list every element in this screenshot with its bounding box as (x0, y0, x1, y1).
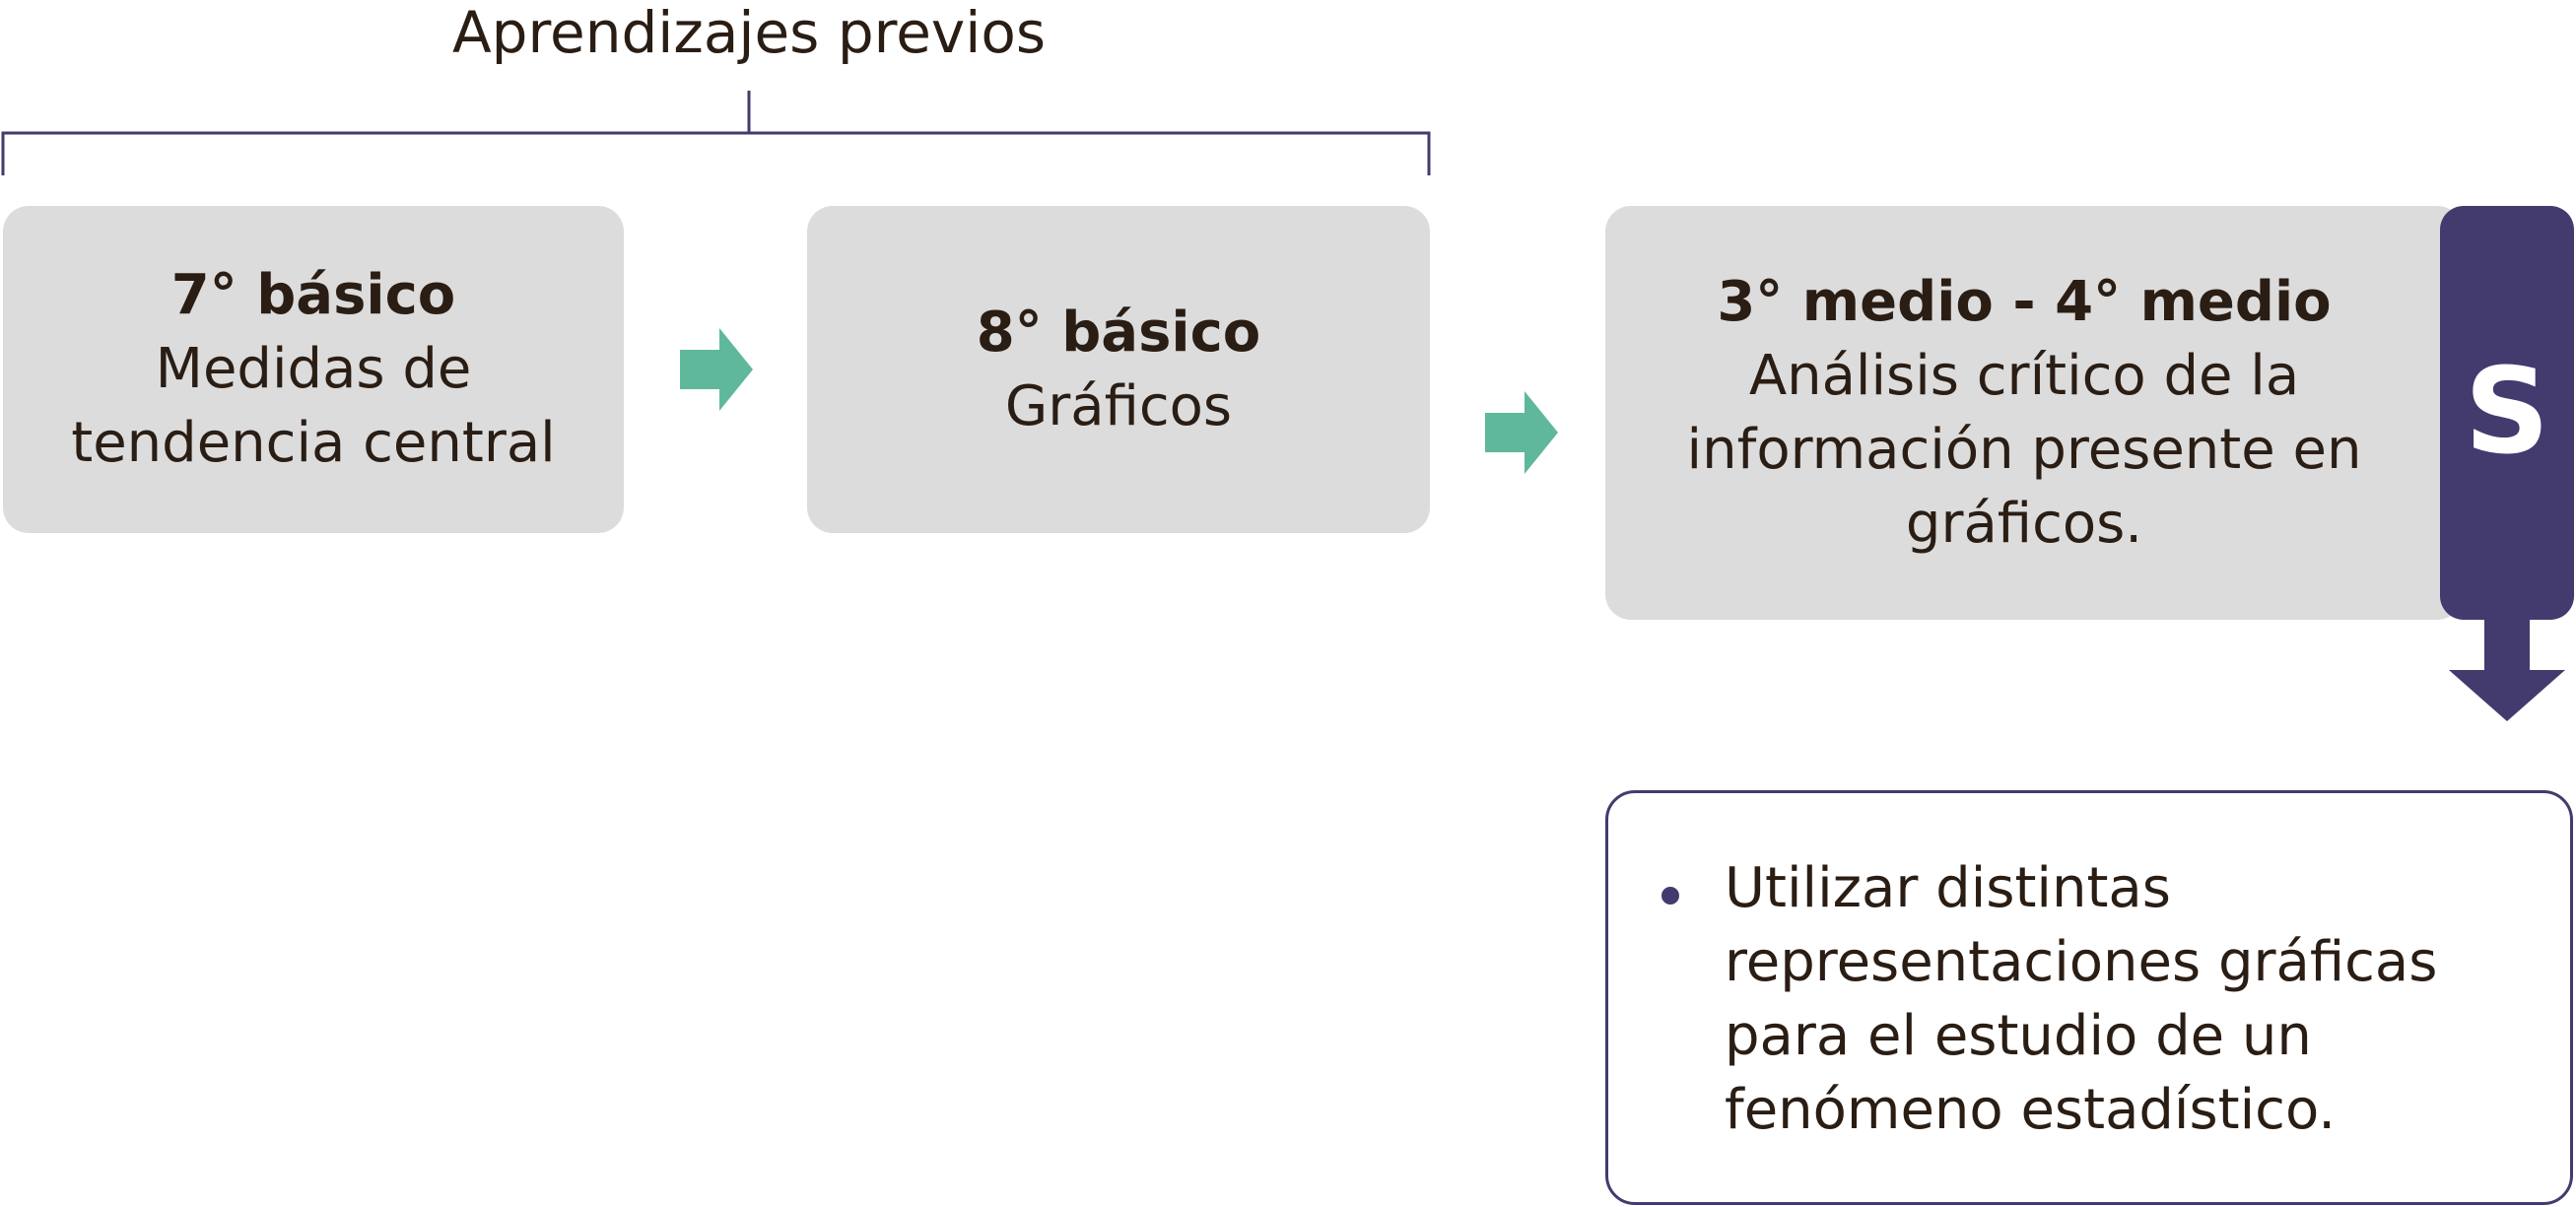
objective-line: fenómeno estadístico. (1725, 1078, 2337, 1142)
objective-line: representaciones gráficas (1725, 930, 2438, 994)
objective-text: Utilizar distintas representaciones gráf… (1725, 851, 2437, 1147)
card-title: 3° medio - 4° medio (1717, 269, 2332, 334)
card-title: 8° básico (976, 300, 1261, 365)
card-text-line: información presente en (1686, 417, 2362, 482)
card-8-basico: 8° básico Gráficos (807, 206, 1430, 533)
card-3-4-medio: 3° medio - 4° medio Análisis crítico de … (1605, 206, 2463, 620)
card-text-line: Análisis crítico de la (1748, 343, 2300, 408)
objective-box (1605, 790, 2573, 1205)
s-letter: S (2464, 344, 2550, 481)
card-text-line: Gráficos (1004, 373, 1233, 438)
card-title: 7° básico (170, 263, 456, 327)
card-text-line: Medidas de (155, 337, 472, 401)
card-text-line: gráficos. (1905, 491, 2143, 556)
card-7-basico: 7° básico Medidas de tendencia central (3, 206, 624, 533)
arrow-down-icon (2449, 613, 2565, 721)
arrow-right-icon (1485, 391, 1558, 474)
bracket-connector (1, 91, 1431, 175)
s-tab: S (2440, 206, 2574, 620)
bullet-icon (1661, 887, 1679, 905)
card-text-line: tendencia central (71, 411, 556, 475)
objective-line: Utilizar distintas (1725, 856, 2171, 920)
heading-aprendizajes-previos: Aprendizajes previos (451, 0, 1047, 66)
arrow-right-icon (680, 328, 753, 411)
objective-line: para el estudio de un (1725, 1004, 2312, 1068)
